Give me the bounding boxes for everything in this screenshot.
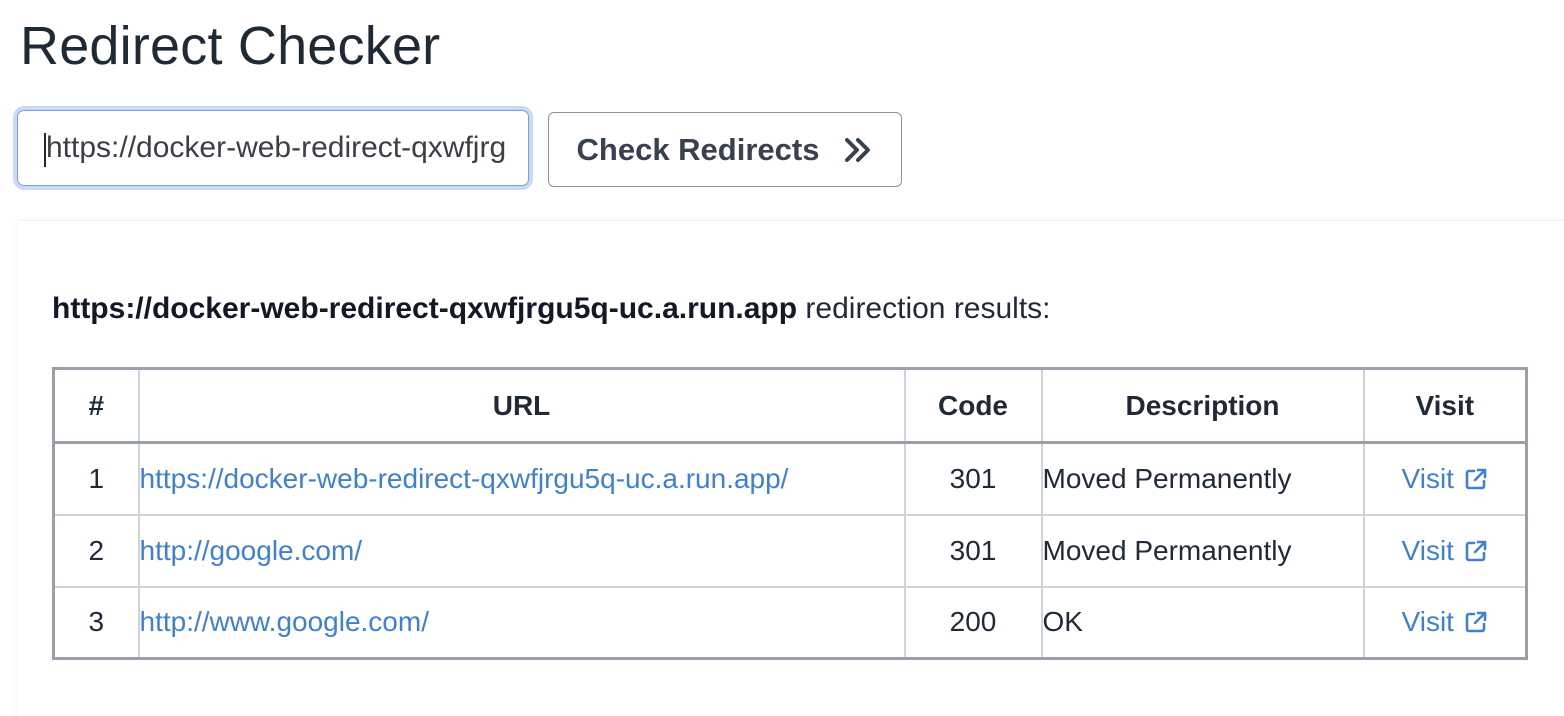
row-url-link[interactable]: https://docker-web-redirect-qxwfjrgu5q-u…	[139, 462, 789, 494]
row-code: 301	[903, 513, 1043, 588]
column-header-number: #	[52, 367, 140, 444]
external-link-icon	[1465, 468, 1487, 490]
results-summary: https://docker-web-redirect-qxwfjrgu5q-u…	[52, 292, 1051, 326]
row-visit-cell: Visit	[1362, 513, 1528, 588]
text-caret	[44, 133, 46, 167]
row-url-cell: http://www.google.com/	[137, 585, 906, 660]
table-row: 2 http://google.com/ 301 Moved Permanent…	[52, 513, 1528, 588]
visit-link[interactable]: Visit	[1402, 535, 1488, 567]
row-description: Moved Permanently	[1040, 513, 1365, 588]
visit-link[interactable]: Visit	[1402, 463, 1488, 495]
results-summary-suffix: redirection results:	[797, 292, 1051, 325]
page-title: Redirect Checker	[20, 16, 441, 76]
check-redirects-label: Check Redirects	[576, 131, 820, 167]
table-row: 1 https://docker-web-redirect-qxwfjrgu5q…	[52, 441, 1528, 516]
row-code: 200	[903, 585, 1043, 660]
row-number: 1	[52, 441, 140, 516]
visit-label: Visit	[1401, 462, 1454, 494]
double-chevron-right-icon	[843, 136, 873, 164]
row-url-link[interactable]: http://google.com/	[139, 534, 363, 566]
row-number: 2	[52, 513, 140, 588]
column-header-url: URL	[137, 367, 906, 444]
row-description: OK	[1040, 585, 1365, 660]
visit-link[interactable]: Visit	[1402, 606, 1488, 638]
visit-label: Visit	[1401, 534, 1454, 566]
visit-label: Visit	[1401, 606, 1454, 638]
checked-url: https://docker-web-redirect-qxwfjrgu5q-u…	[52, 292, 798, 325]
check-redirects-button[interactable]: Check Redirects	[548, 112, 902, 187]
row-url-cell: http://google.com/	[137, 513, 906, 588]
url-input[interactable]	[17, 110, 529, 186]
column-header-visit: Visit	[1362, 367, 1528, 444]
row-description: Moved Permanently	[1040, 441, 1365, 516]
row-visit-cell: Visit	[1362, 441, 1528, 516]
row-code: 301	[903, 441, 1043, 516]
row-visit-cell: Visit	[1362, 585, 1528, 660]
table-row: 3 http://www.google.com/ 200 OK Visit	[52, 585, 1528, 660]
column-header-description: Description	[1040, 367, 1365, 444]
row-number: 3	[52, 585, 140, 660]
row-url-cell: https://docker-web-redirect-qxwfjrgu5q-u…	[137, 441, 906, 516]
row-url-link[interactable]: http://www.google.com/	[139, 606, 429, 638]
external-link-icon	[1465, 540, 1487, 561]
column-header-code: Code	[903, 367, 1043, 444]
results-table: # URL Code Description Visit 1 https://d…	[52, 367, 1528, 660]
table-header-row: # URL Code Description Visit	[52, 367, 1528, 444]
external-link-icon	[1465, 611, 1487, 633]
